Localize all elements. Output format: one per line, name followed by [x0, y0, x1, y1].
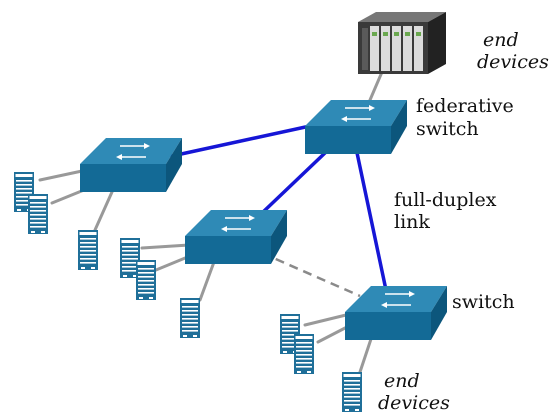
federative-switch-icon	[304, 99, 408, 155]
switch-label: switch	[452, 291, 515, 313]
full-duplex-link-label-line1: full-duplex	[394, 189, 497, 211]
end-devices-top-label-line1: end	[483, 29, 519, 51]
server-icon	[28, 194, 48, 234]
server-icon	[180, 298, 200, 338]
end-devices-top-label-line2: devices	[477, 51, 549, 73]
full-duplex-links	[170, 124, 388, 292]
device-links	[38, 70, 384, 374]
federative-switch-label-line2: switch	[416, 118, 479, 140]
link-federative-switch-bottom	[354, 146, 388, 292]
server-icon	[78, 230, 98, 270]
middle-switch-icon	[184, 209, 288, 265]
full-duplex-link-label-line2: link	[394, 211, 430, 233]
bottom-switch-icon	[344, 285, 448, 341]
server-icon	[342, 372, 362, 412]
dashed-link	[261, 251, 361, 298]
left-switch-icon	[79, 137, 183, 193]
end-devices-bottom-label-line1: end	[384, 370, 420, 392]
link-federative-left-switch	[170, 124, 312, 158]
federative-switch-label-line1: federative	[416, 95, 514, 117]
plc-end-devices-icon	[358, 12, 446, 74]
server-icon	[136, 260, 156, 300]
end-devices-bottom-label-line2: devices	[378, 392, 450, 414]
server-icon	[294, 334, 314, 374]
link-federative-middle-switch	[260, 150, 328, 215]
